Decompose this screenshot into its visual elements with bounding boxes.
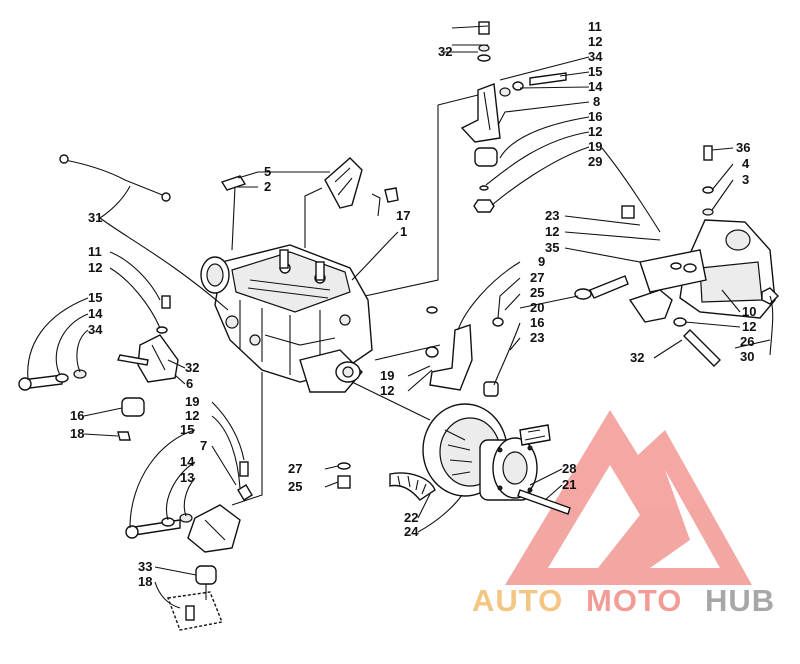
label-14: 14	[180, 454, 195, 469]
label-30: 30	[740, 349, 754, 364]
label-16: 16	[70, 408, 84, 423]
engine-assembly	[200, 244, 373, 393]
ground-cable	[59, 154, 171, 202]
label-18: 18	[138, 574, 152, 589]
label-5: 5	[264, 164, 271, 179]
label-19: 19	[588, 139, 602, 154]
label-10: 10	[742, 304, 756, 319]
label-12: 12	[380, 383, 394, 398]
watermark-triangle	[505, 410, 752, 585]
watermark-auto: AUTO	[472, 583, 563, 618]
watermark-hub: HUB	[705, 583, 775, 618]
right-mount-plate	[574, 145, 779, 367]
label-29: 29	[588, 154, 602, 169]
label-32: 32	[438, 44, 452, 59]
label-9: 9	[538, 254, 545, 269]
label-36: 36	[736, 140, 750, 155]
label-32: 32	[630, 350, 644, 365]
label-3: 3	[742, 172, 749, 187]
label-11: 11	[588, 19, 602, 34]
label-28: 28	[562, 461, 576, 476]
top-mount-bracket	[460, 21, 567, 213]
callout-labels: 11 12 32 34 15 14 8 16 12 19 29 36 4 3 5…	[70, 19, 756, 589]
label-15: 15	[180, 422, 194, 437]
label-18: 18	[70, 426, 84, 441]
label-32: 32	[185, 360, 199, 375]
label-4: 4	[742, 156, 750, 171]
label-15: 15	[88, 290, 102, 305]
label-14: 14	[588, 79, 603, 94]
label-24: 24	[404, 524, 419, 539]
label-12: 12	[88, 260, 102, 275]
label-23: 23	[545, 208, 559, 223]
label-22: 22	[404, 510, 418, 525]
watermark-logo: AUTO MOTO HUB	[472, 410, 775, 618]
label-1: 1	[400, 224, 407, 239]
label-26: 26	[740, 334, 754, 349]
label-31: 31	[88, 210, 102, 225]
label-13: 13	[180, 470, 194, 485]
label-23: 23	[530, 330, 544, 345]
label-12: 12	[742, 319, 756, 334]
label-12: 12	[588, 34, 602, 49]
left-lower-mount	[125, 461, 253, 631]
label-19: 19	[380, 368, 394, 383]
label-2: 2	[264, 179, 271, 194]
label-12: 12	[588, 124, 602, 139]
label-25: 25	[530, 285, 544, 300]
label-34: 34	[88, 322, 103, 337]
label-35: 35	[545, 240, 559, 255]
label-8: 8	[593, 94, 600, 109]
label-27: 27	[288, 461, 302, 476]
label-16: 16	[588, 109, 602, 124]
label-12: 12	[545, 224, 559, 239]
label-34: 34	[588, 49, 603, 64]
leader-lines	[27, 25, 774, 609]
label-21: 21	[562, 477, 576, 492]
label-33: 33	[138, 559, 152, 574]
label-27: 27	[530, 270, 544, 285]
left-upper-mount	[18, 295, 179, 441]
label-25: 25	[288, 479, 302, 494]
label-6: 6	[186, 376, 193, 391]
label-17: 17	[396, 208, 410, 223]
label-15: 15	[588, 64, 602, 79]
drive-clutch	[389, 403, 571, 515]
watermark-moto: MOTO	[586, 583, 682, 618]
label-19: 19	[185, 394, 199, 409]
coil-bracket	[220, 157, 399, 209]
label-7: 7	[200, 438, 207, 453]
label-16: 16	[530, 315, 544, 330]
label-20: 20	[530, 300, 544, 315]
center-bracket	[425, 317, 504, 397]
label-11: 11	[88, 244, 102, 259]
label-14: 14	[88, 306, 103, 321]
center-bolt-set	[337, 306, 438, 489]
label-12: 12	[185, 408, 199, 423]
